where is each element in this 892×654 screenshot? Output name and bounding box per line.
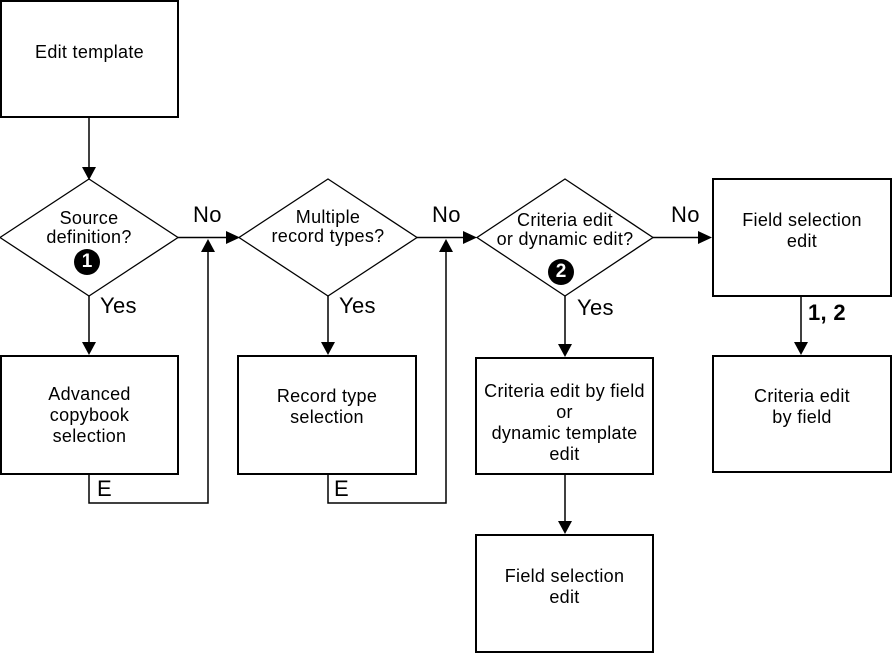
- arrowhead-down-into-field-selection-bottom: [558, 521, 572, 534]
- node-label-line: or dynamic edit?: [496, 229, 634, 249]
- node-multiple-record-types-label: Multiple record types?: [272, 208, 385, 246]
- arrowhead-down-into-criteria-by-field-or-dynamic: [558, 344, 572, 357]
- node-label-line: Multiple: [295, 207, 361, 227]
- edge-label-no-2: No: [432, 202, 461, 227]
- arrowhead-down-into-source-definition: [82, 167, 96, 180]
- decision-criteria-or-dynamic-edit-shape: [475, 178, 655, 297]
- node-label-line: selection: [290, 407, 364, 427]
- node-label-line: Source: [59, 208, 119, 228]
- node-label-line: edit: [786, 230, 818, 251]
- connector-copybook-exit-return: [88, 250, 209, 504]
- connector-recordtype-exit-return: [327, 250, 447, 504]
- edge-label-no-1: No: [193, 202, 222, 227]
- arrowhead-down-into-record-type: [321, 342, 335, 355]
- arrowhead-right-into-multiple-record-types: [226, 231, 240, 244]
- node-edit-template: Edit template: [0, 0, 179, 118]
- node-record-type-selection: Record type selection: [237, 355, 417, 475]
- node-label-line: edit: [549, 444, 580, 464]
- arrowhead-down-into-advanced-copybook: [82, 342, 96, 355]
- edge-label-one-two: 1, 2: [808, 300, 846, 325]
- node-label-line: Criteria edit: [754, 386, 850, 406]
- node-criteria-edit-by-field-or-dynamic-template-edit: Criteria edit by field or dynamic templa…: [475, 357, 654, 475]
- edge-label-yes-3: Yes: [577, 295, 614, 320]
- decision-source-definition-shape: [0, 178, 180, 297]
- node-label-line: by field: [772, 407, 832, 427]
- node-label-line: edit: [549, 586, 580, 607]
- node-label-line: record types?: [271, 226, 385, 246]
- node-label-line: dynamic template: [491, 423, 638, 443]
- node-label-line: Criteria edit: [517, 210, 613, 230]
- node-label-line: Record type: [276, 386, 378, 406]
- arrowhead-down-into-criteria-by-field-right: [794, 342, 808, 355]
- node-criteria-edit-by-field: Criteria edit by field: [712, 355, 892, 473]
- arrowhead-right-into-criteria-or-dynamic: [463, 231, 477, 244]
- node-label-line: Field selection: [742, 209, 862, 230]
- node-label-line: copybook: [49, 404, 130, 425]
- badge-note-2: 2: [548, 259, 574, 285]
- arrowhead-up-return-1: [201, 239, 215, 252]
- decision-multiple-record-types-shape: [237, 178, 419, 297]
- node-label-line: selection: [52, 425, 127, 446]
- node-label-line: Criteria edit by field: [484, 381, 645, 401]
- edge-label-exit-1: E: [97, 476, 112, 501]
- arrowhead-up-return-2: [439, 239, 453, 252]
- edge-label-yes-2: Yes: [339, 293, 376, 318]
- badge-note-1: 1: [74, 249, 100, 275]
- node-label-line: Advanced: [48, 383, 131, 404]
- arrowhead-right-into-field-selection: [698, 231, 712, 244]
- node-label-line: Field selection: [504, 565, 625, 586]
- node-advanced-copybook-selection: Advanced copybook selection: [0, 355, 179, 475]
- node-field-selection-edit-bottom: Field selection edit: [475, 534, 654, 653]
- edge-label-no-3: No: [671, 202, 700, 227]
- node-field-selection-edit-right: Field selection edit: [712, 178, 892, 297]
- node-source-definition-label: Source definition?: [46, 209, 131, 247]
- node-label-line: or: [556, 402, 573, 422]
- node-label-line: Edit template: [35, 41, 144, 62]
- edge-label-exit-2: E: [334, 476, 349, 501]
- node-criteria-or-dynamic-edit-label: Criteria edit or dynamic edit?: [497, 211, 634, 249]
- edge-label-yes-1: Yes: [100, 293, 137, 318]
- node-label-line: definition?: [46, 227, 132, 247]
